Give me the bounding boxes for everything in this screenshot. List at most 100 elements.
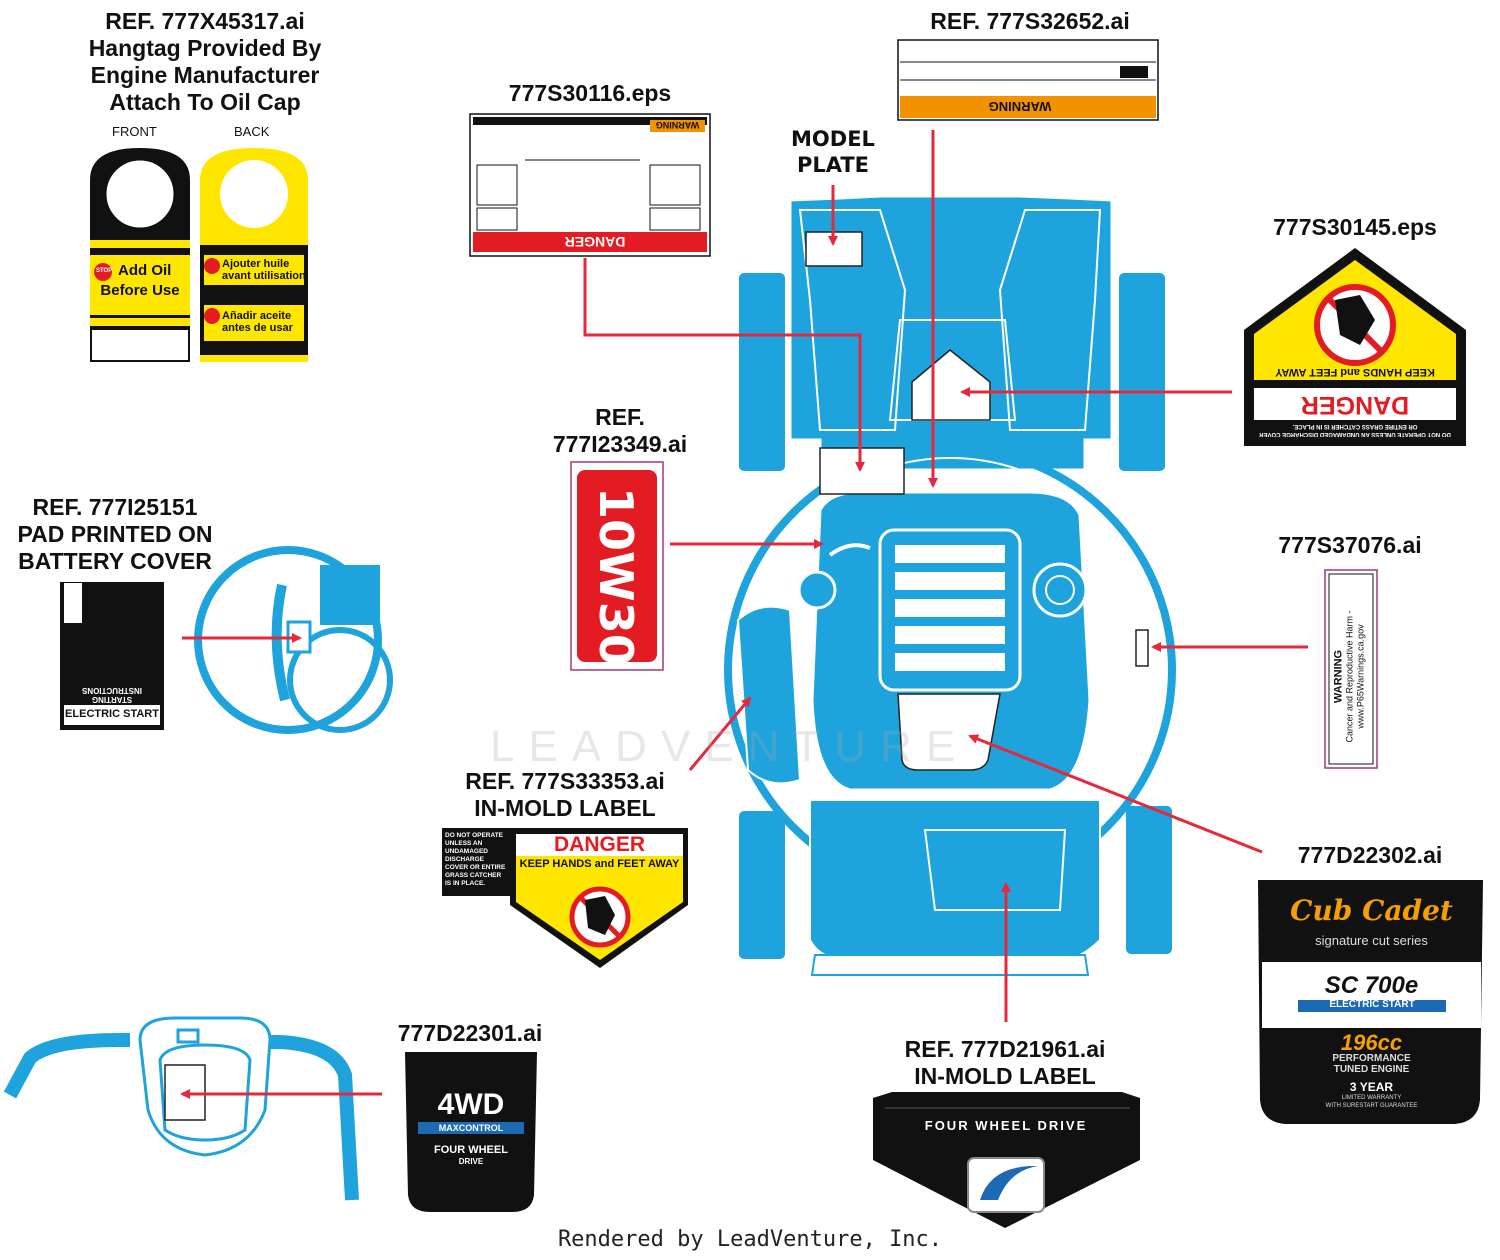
777s30145-small: DO NOT OPERATE UNLESS AN UNDAMAGED DISCH…	[1259, 423, 1451, 437]
777s30145-keep: KEEP HANDS and FEET AWAY	[1275, 366, 1435, 378]
ref-777s30145-title: 777S30145.eps	[1273, 214, 1437, 240]
hangtag-antes: antes de usar	[222, 322, 293, 334]
777i25151-desc-1: PAD PRINTED ON	[17, 521, 213, 547]
hangtag-front-caption: FRONT	[112, 124, 157, 139]
ref-777s33353-label: REF. 777S33353.ai IN-MOLD LABEL	[440, 768, 690, 822]
electric-start-text: ELECTRIC START	[65, 708, 159, 720]
oil-grade-text: 10W30	[589, 487, 643, 666]
maxcontrol-text: MAXCONTROL	[438, 1123, 504, 1133]
hangtag-back-spanish: Añadir aceite antes de usar	[222, 310, 293, 334]
ref-777d22302-title: 777D22302.ai	[1297, 842, 1443, 868]
777s33353-keep: KEEP HANDS and FEET AWAY	[519, 858, 680, 870]
ref-777d21961-label: REF. 777D21961.ai IN-MOLD LABEL	[880, 1036, 1130, 1090]
4wd-desc-2: DRIVE	[458, 1157, 484, 1166]
cub-cadet-perf-2: TUNED ENGINE	[1333, 1064, 1410, 1075]
prop65-spot	[1135, 629, 1149, 667]
4wd-desc: FOUR WHEEL DRIVE	[408, 1144, 534, 1168]
callout-arrows	[180, 130, 1308, 1099]
arrow-777d22302	[968, 734, 1263, 854]
hangtag-ref-number: REF. 777X45317.ai	[105, 8, 305, 34]
cub-cadet-perf-1: PERFORMANCE	[1332, 1053, 1411, 1064]
hangtag-desc-2: Engine Manufacturer	[90, 62, 320, 88]
hangtag-graphic	[90, 148, 308, 362]
prop65-line2: www.P65Warnings.ca.gov	[1355, 624, 1366, 729]
hangtag-ajouter: Ajouter huile	[222, 258, 290, 270]
front-right-wheel	[1124, 804, 1174, 956]
label-777s33353-graphic	[442, 828, 688, 968]
777i25151-ref: REF. 777I25151	[32, 494, 198, 520]
hangtag-stop: STOP	[96, 268, 113, 274]
model-label-spot	[897, 693, 1001, 771]
handle-callout	[3, 1016, 359, 1201]
battery-cover-callout	[60, 546, 393, 734]
777i23349-number: 777I23349.ai	[552, 431, 688, 457]
ref-777i25151-label: REF. 777I25151 PAD PRINTED ON BATTERY CO…	[0, 494, 230, 575]
model-plate-line2: PLATE	[796, 153, 870, 177]
777i25151-desc-2: BATTERY COVER	[18, 548, 212, 574]
777s33353-danger: DANGER	[553, 833, 645, 856]
ref-777d22301-title: 777D22301.ai	[397, 1020, 543, 1046]
label-777s37076-graphic	[1324, 569, 1378, 769]
4wd-desc-1: FOUR WHEEL	[434, 1144, 508, 1156]
cub-cadet-perf: PERFORMANCE TUNED ENGINE	[1262, 1053, 1481, 1075]
hangtag-avant: avant utilisation	[222, 270, 306, 282]
cub-cadet-warranty: LIMITED WARRANTY WITH SURESTART GUARANTE…	[1262, 1094, 1481, 1110]
four-wheel-drive-text: FOUR WHEEL DRIVE	[924, 1118, 1088, 1133]
label-777i23349-graphic	[570, 461, 664, 671]
ref-777s37076-title: 777S37076.ai	[1278, 532, 1422, 558]
777d21961-ref: REF. 777D21961.ai	[904, 1036, 1106, 1062]
hangtag-desc-1: Hangtag Provided By	[88, 35, 322, 61]
cub-cadet-warranty-2: WITH SURESTART GUARANTEE	[1325, 1103, 1418, 1109]
rear-right-wheel	[1117, 271, 1167, 473]
danger-label-spot-2	[819, 447, 905, 495]
777s33353-side: DO NOT OPERATE UNLESS AN UNDAMAGED DISCH…	[445, 832, 506, 887]
cub-cadet-year: 3 YEAR	[1349, 1080, 1394, 1094]
777s30145-danger: DANGER	[1300, 391, 1410, 419]
model-plate-line1: MODEL	[791, 127, 875, 151]
hangtag-ref-label: REF. 777X45317.ai Hangtag Provided By En…	[60, 8, 350, 116]
label-777d22302-graphic	[1258, 880, 1483, 1124]
777i23349-ref: REF.	[595, 404, 645, 430]
cub-cadet-model: SC 700e	[1324, 972, 1419, 999]
label-777d22301-graphic	[405, 1052, 537, 1212]
label-777s30145-graphic	[1244, 248, 1466, 446]
grass-bag	[788, 194, 1114, 472]
hangtag-back-caption: BACK	[234, 124, 270, 139]
ref-777i23349-label: REF. 777I23349.ai	[530, 404, 710, 458]
rear-left-wheel	[737, 271, 787, 473]
prop65-line1: Cancer and Reproductive Harm -	[1344, 610, 1355, 743]
hangtag-desc-3: Attach To Oil Cap	[109, 89, 301, 115]
777s32652-warning: WARNING	[988, 99, 1052, 114]
hangtag-add-oil: Add Oil	[118, 262, 172, 279]
hangtag-anadir: Añadir aceite	[222, 310, 292, 322]
label-777s32652-graphic	[897, 39, 1159, 121]
cub-cadet-brand: Cub Cadet	[1290, 894, 1453, 927]
ref-777s32652-title: REF. 777S32652.ai	[930, 8, 1130, 34]
cub-cadet-warranty-1: LIMITED WARRANTY	[1341, 1095, 1402, 1101]
777d21961-desc: IN-MOLD LABEL	[914, 1063, 1096, 1089]
label-777d21961-graphic	[873, 1092, 1140, 1228]
model-plate-label: MODEL PLATE	[780, 126, 886, 178]
watermark: LEADVENTURE	[490, 722, 970, 771]
hangtag-before-use: Before Use	[100, 282, 180, 299]
arrow-777s30116	[583, 258, 865, 472]
mower-top-view	[724, 194, 1176, 976]
prop65-warning: WARNING	[1332, 649, 1345, 704]
ref-777s30116-title: 777S30116.eps	[508, 80, 672, 106]
arrow-777s33353	[688, 696, 752, 771]
cub-cadet-series: signature cut series	[1315, 933, 1428, 948]
777s30116-warning: WARNING	[655, 120, 700, 130]
777s33353-desc: IN-MOLD LABEL	[474, 795, 656, 821]
cub-cadet-cc: 196cc	[1340, 1030, 1403, 1055]
front-left-wheel	[737, 809, 787, 961]
777s33353-ref: REF. 777S33353.ai	[465, 768, 665, 794]
starting-instructions-text: STARTING INSTRUCTIONS	[82, 686, 142, 704]
hangtag-back-french: Ajouter huile avant utilisation	[222, 258, 306, 282]
footer-credit: Rendered by LeadVenture, Inc.	[557, 1227, 943, 1252]
hangtag-front-text: Add Oil	[118, 262, 171, 280]
777s30116-danger: DANGER	[564, 234, 626, 250]
label-777s30116-graphic	[469, 113, 711, 257]
cub-cadet-electric: ELECTRIC START	[1329, 999, 1415, 1010]
4wd-text: 4WD	[437, 1088, 505, 1121]
